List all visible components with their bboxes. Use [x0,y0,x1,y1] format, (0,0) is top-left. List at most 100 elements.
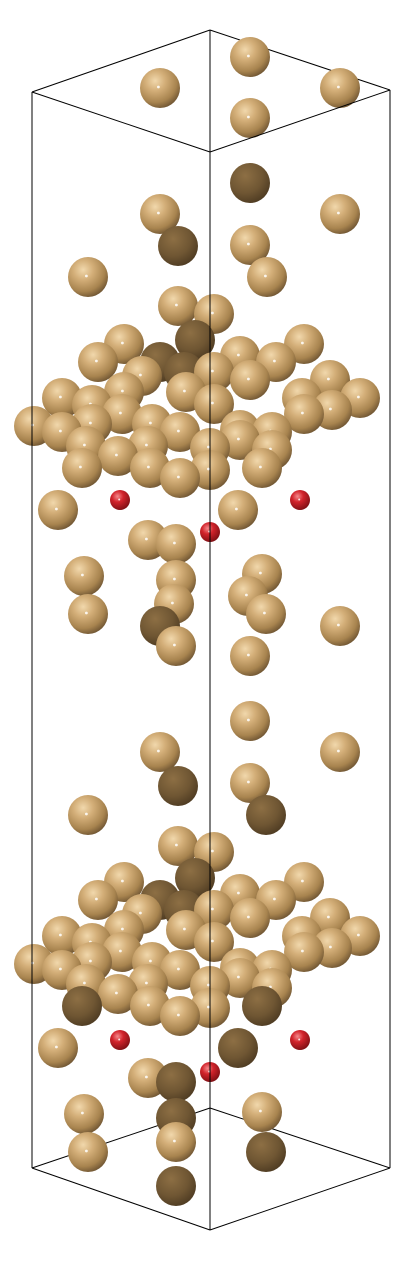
gold-atom [68,594,108,634]
atom-highlight [145,1075,148,1079]
atom-highlight [327,915,330,919]
gold-atom [98,436,138,476]
atom-highlight [157,211,160,215]
gold-atom-shadowed [175,320,215,360]
atom-highlight [298,1038,301,1041]
atom-highlight [207,1005,210,1009]
atom-highlight [139,373,142,377]
atom-highlight [145,981,148,985]
gold-atom [230,98,270,138]
gold-atom [230,898,270,938]
atom-highlight [157,85,160,89]
atom-highlight [85,1149,88,1153]
gold-atom-shadowed [156,1062,196,1102]
atom-highlight [121,879,124,883]
atom-highlight [329,945,332,949]
atom-highlight [173,643,176,647]
cell-edge [31,91,211,153]
gold-atom [160,996,200,1036]
gold-atom [194,922,234,962]
gold-atom [160,412,200,452]
gold-atom [68,795,108,835]
gold-atom-shadowed [218,1028,258,1068]
atom-highlight [263,611,266,615]
atom-highlight [259,1109,262,1113]
atom-highlight [147,1003,150,1007]
gold-atom [160,458,200,498]
atom-highlight [177,967,180,971]
atom-highlight [145,443,148,447]
gold-atom-shadowed [156,1166,196,1206]
atom-highlight [59,395,62,399]
atom-highlight [79,465,82,469]
atom-highlight [59,933,62,937]
cell-edge [31,29,211,93]
atom-highlight [207,467,210,471]
atom-highlight [259,465,262,469]
gold-atom [218,490,258,530]
atom-highlight [237,353,240,357]
gold-atom [160,950,200,990]
atom-highlight [89,421,92,425]
atom-highlight [259,571,262,575]
gold-atom [156,626,196,666]
atom-highlight [247,54,250,58]
gold-atom-shadowed [175,858,215,898]
atom-highlight [247,653,250,657]
gold-atom [140,194,180,234]
atom-highlight [298,498,301,501]
atom-highlight [301,949,304,953]
gold-atom [42,378,82,418]
atom-highlight [83,981,86,985]
gold-atom-shadowed [242,986,282,1026]
atom-highlight [171,601,174,605]
atom-highlight [301,341,304,345]
gold-atom [78,880,118,920]
atom-highlight [119,411,122,415]
atom-highlight [118,498,121,501]
atom-highlight [59,967,62,971]
gold-atom [320,68,360,108]
atom-highlight [337,749,340,753]
atom-highlight [211,849,214,853]
atom-highlight [177,1013,180,1017]
atom-highlight [273,359,276,363]
gold-atom [220,420,260,460]
atom-highlight [177,475,180,479]
atom-highlight [115,453,118,457]
atom-highlight [235,507,238,511]
atom-highlight [115,991,118,995]
gold-atom [140,68,180,108]
gold-atom [78,342,118,382]
atom-highlight [183,389,186,393]
atom-highlight [85,611,88,615]
atom-highlight [247,780,250,784]
gold-atom [320,732,360,772]
gold-atom [230,225,270,265]
gold-atom [62,448,102,488]
atom-highlight [329,407,332,411]
atom-highlight [264,274,267,278]
atom-highlight [175,303,178,307]
atom-highlight [211,369,214,373]
gold-atom-shadowed [246,1132,286,1172]
cell-edge [209,89,391,153]
gold-atom [230,636,270,676]
gold-atom [220,958,260,998]
atom-highlight [301,411,304,415]
atom-highlight [89,959,92,963]
atom-highlight [357,395,360,399]
gold-atom [242,1092,282,1132]
gold-atom [247,257,287,297]
gold-atom [68,1132,108,1172]
gold-atom [68,257,108,297]
atom-highlight [207,983,210,987]
atom-highlight [55,507,58,511]
gold-atom [64,556,104,596]
gold-atom [194,890,234,930]
atom-highlight [85,274,88,278]
atom-highlight [273,897,276,901]
atom-highlight [337,85,340,89]
atom-highlight [327,377,330,381]
